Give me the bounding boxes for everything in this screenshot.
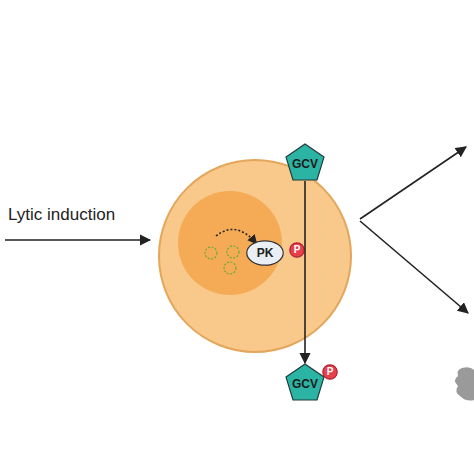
node-text: GCV — [292, 158, 318, 170]
kinase-ellipse: PK — [246, 240, 284, 266]
phosphate-circle: P — [322, 364, 338, 380]
viral-genome — [227, 246, 239, 258]
drug-pentagon: GCV — [285, 143, 325, 181]
pentagon-shape — [286, 144, 324, 180]
outcome-arrow — [360, 147, 466, 219]
circle-shape — [290, 243, 304, 257]
node-text: P — [327, 367, 334, 377]
cell-body — [159, 160, 351, 352]
viral-genome — [205, 247, 217, 259]
viral-genome — [224, 262, 236, 274]
dead-cell-fragment — [455, 367, 474, 400]
node-text: P — [294, 245, 301, 255]
circle-shape — [323, 365, 337, 379]
induction-arrow — [5, 239, 150, 241]
pentagon-shape — [286, 364, 324, 400]
node-text: GCV — [292, 378, 318, 390]
node-text: PK — [257, 247, 274, 259]
drug-pentagon: GCV — [285, 363, 325, 401]
step-label: Lytic induction — [8, 205, 115, 225]
expression-arrow — [216, 229, 256, 243]
phosphate-circle: P — [289, 242, 305, 258]
ellipse-shape — [247, 241, 283, 265]
outcome-arrow — [360, 221, 468, 313]
transport-arrow — [304, 181, 306, 363]
